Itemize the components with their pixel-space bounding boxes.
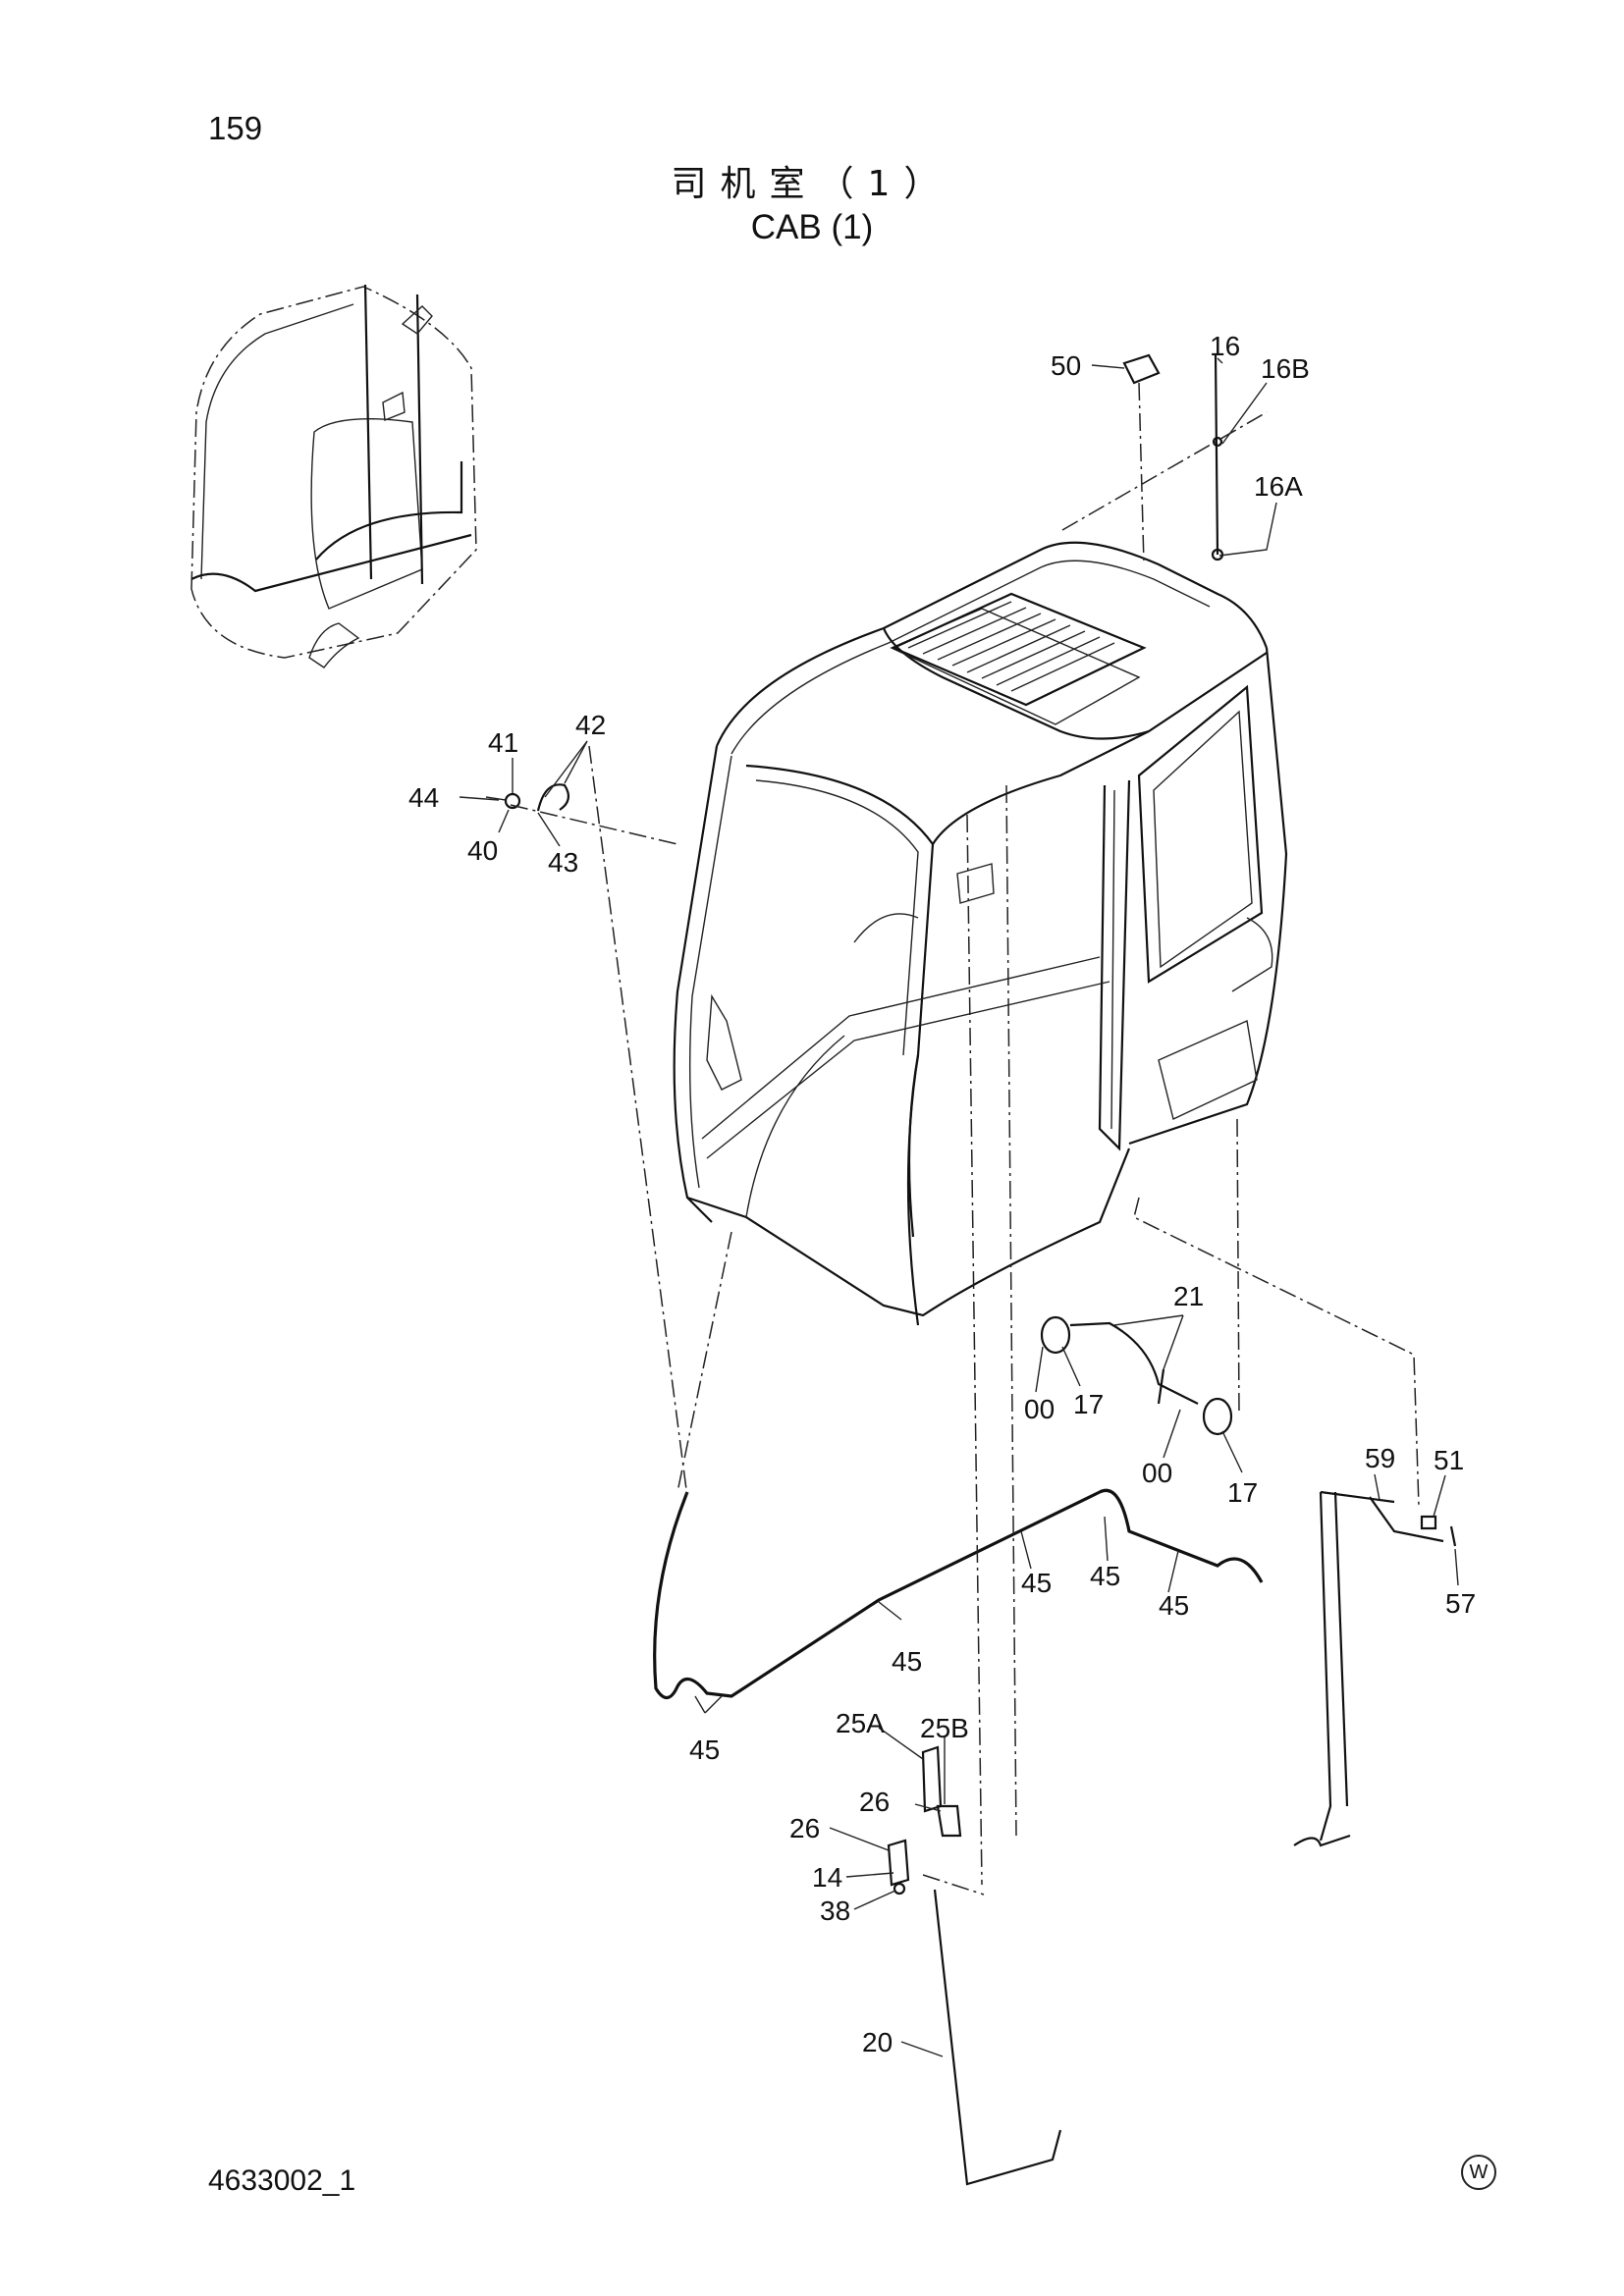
title-chinese: 司机室（1） [671,164,953,204]
cab-frame [673,541,1288,1326]
callout-38: 38 [820,1896,850,1926]
callout-43: 43 [548,847,578,878]
callout-16A: 16A [1254,471,1303,502]
callout-21: 21 [1173,1281,1204,1311]
harness-45 [653,1488,1264,1700]
callout-59: 59 [1365,1443,1395,1473]
title-english: CAB (1) [750,208,874,246]
callout-57: 57 [1445,1588,1476,1619]
callout-50: 50 [1051,350,1081,381]
callout-16B: 16B [1261,353,1310,384]
callout-45-e: 45 [689,1735,720,1765]
thumbnail-cab [190,284,477,668]
callout-labels: 50 16 16B 16A 42 41 44 40 43 21 00 17 00… [408,331,1476,2057]
callout-25B: 25B [920,1713,969,1743]
callout-44: 44 [408,782,439,813]
callout-17-left: 17 [1073,1389,1104,1419]
callout-41: 41 [488,727,518,758]
callout-16: 16 [1210,331,1240,361]
callout-42: 42 [575,710,606,740]
callout-17-right: 17 [1227,1477,1258,1508]
callout-45-b: 45 [1090,1561,1120,1591]
callout-45-a: 45 [1021,1568,1052,1598]
callout-51: 51 [1434,1445,1464,1475]
callout-14: 14 [812,1862,842,1893]
callout-26-lower: 26 [789,1813,820,1843]
callout-26-upper: 26 [859,1787,890,1817]
leader-lines [459,357,1459,2057]
callout-45-d: 45 [892,1646,922,1677]
projection-lines [510,382,1420,1896]
small-parts [485,352,1457,2186]
callout-25A: 25A [836,1708,885,1738]
callout-20: 20 [862,2027,893,2057]
callout-45-c: 45 [1159,1590,1189,1621]
callout-40: 40 [467,835,498,866]
callout-00-left: 00 [1024,1394,1055,1424]
corner-mark: W [1461,2155,1496,2190]
page-number: 159 [208,110,263,146]
document-code: 4633002_1 [208,2164,356,2197]
callout-00-right: 00 [1142,1458,1172,1488]
